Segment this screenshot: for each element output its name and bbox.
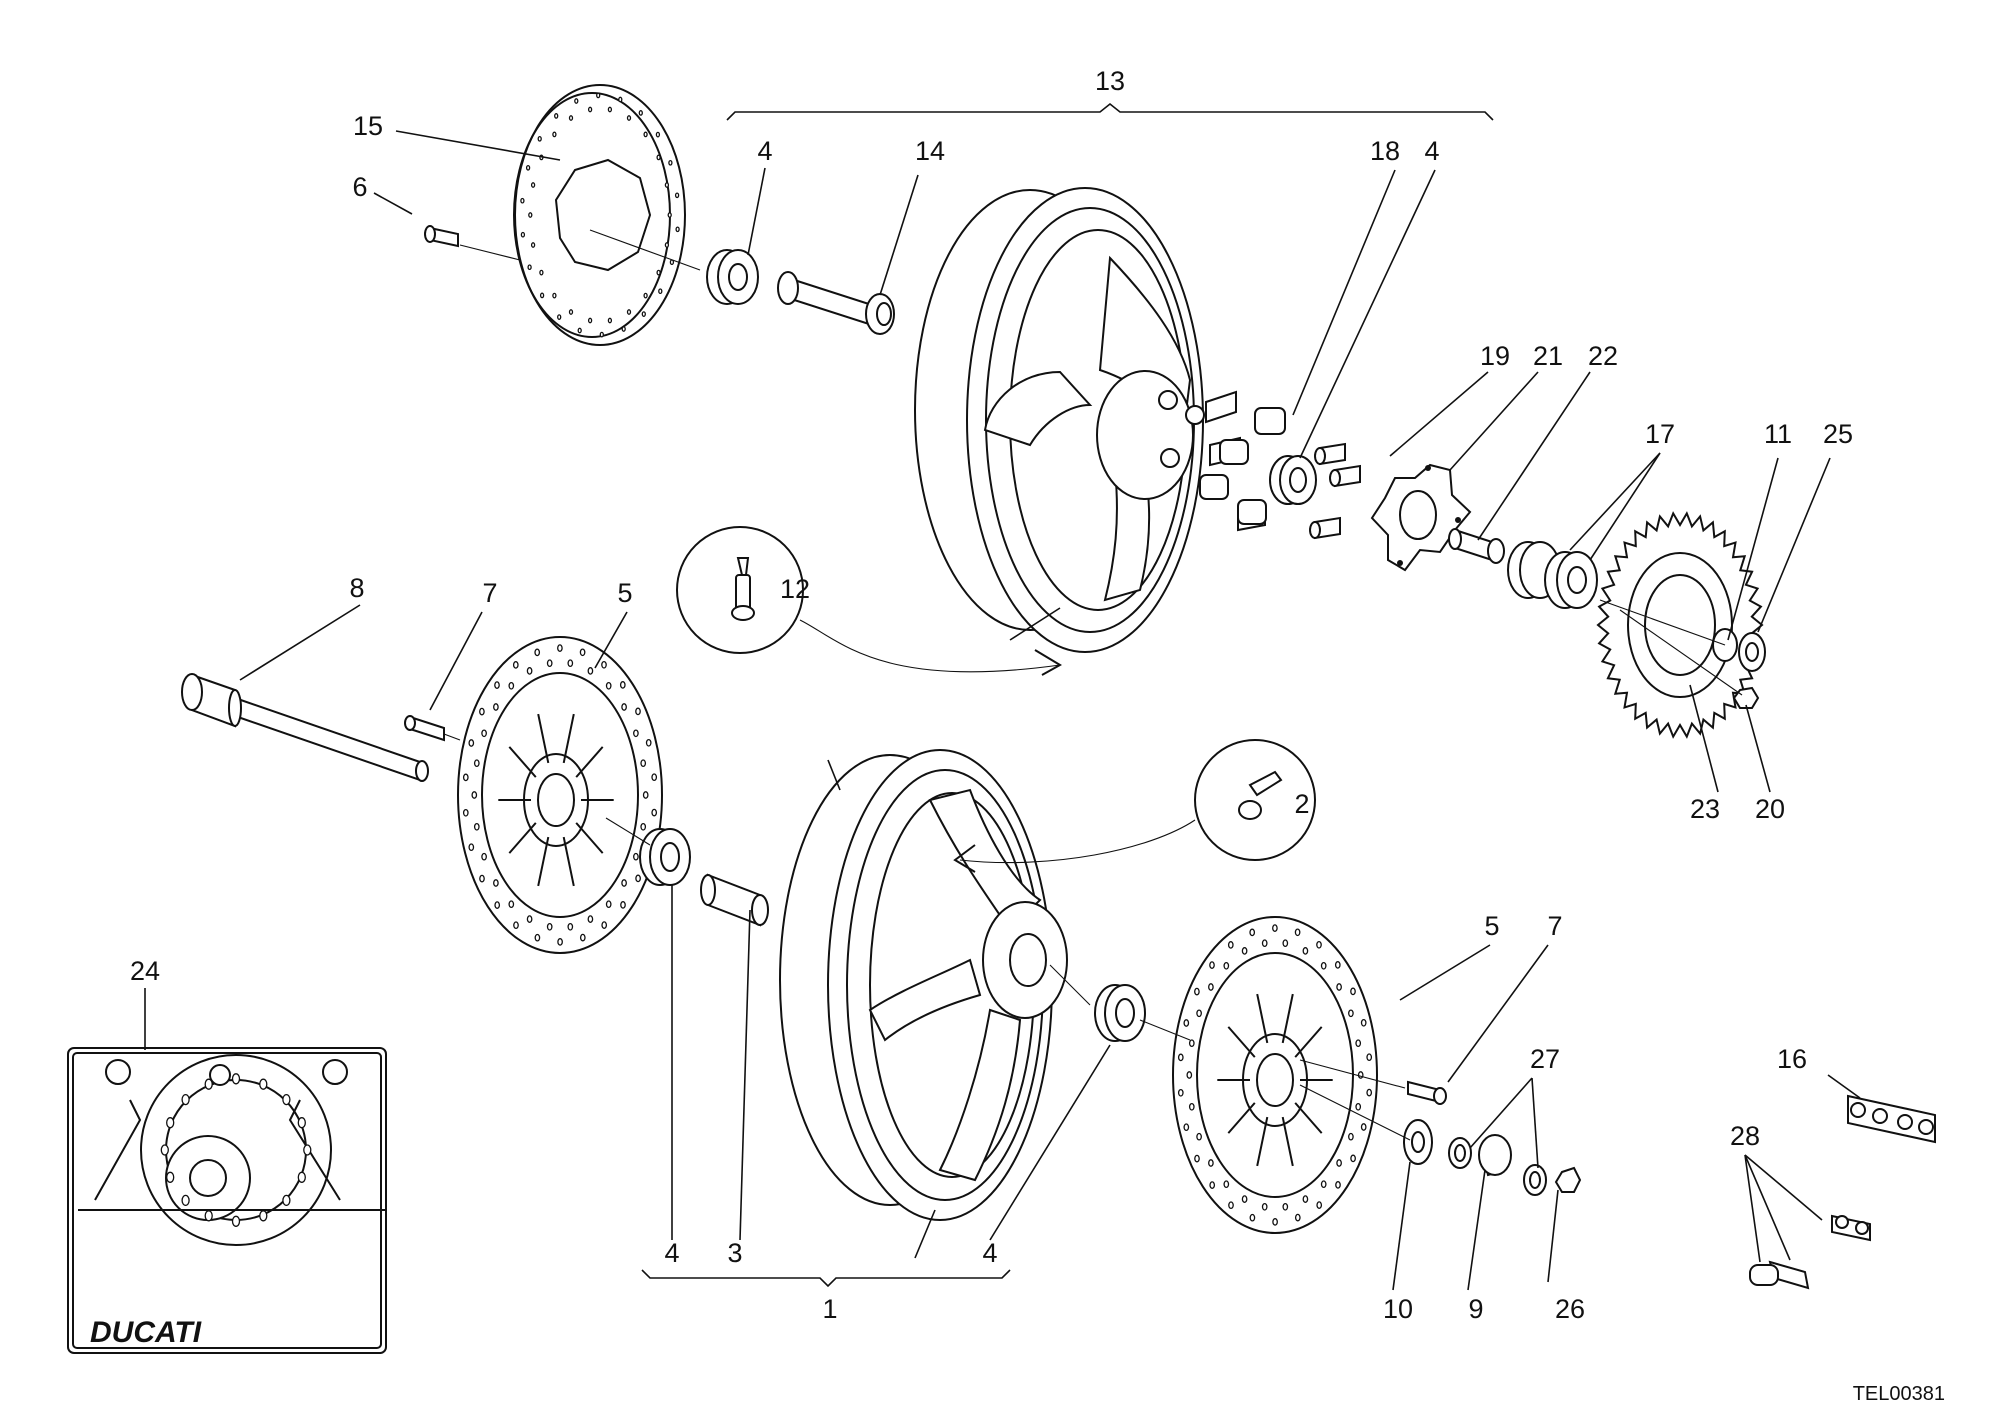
rear-disc-bolt (424, 225, 459, 248)
label-18: 18 (1370, 136, 1400, 166)
label-10: 10 (1383, 1294, 1413, 1324)
front-axle (181, 673, 429, 782)
label-26: 26 (1555, 1294, 1585, 1324)
label-16: 16 (1777, 1044, 1807, 1074)
sprocket-inset-box (67, 1047, 387, 1354)
chain-section (1847, 1094, 1936, 1144)
label-5-right: 5 (1484, 911, 1499, 941)
front-bearing-right (1094, 984, 1146, 1042)
label-20: 20 (1755, 794, 1785, 824)
label-21: 21 (1533, 341, 1563, 371)
sprocket-carrier-shaft (1448, 528, 1505, 564)
rear-wheel-rim (914, 187, 1266, 653)
label-14: 14 (915, 136, 945, 166)
label-13: 13 (1095, 66, 1125, 96)
rear-bearing-right (1269, 455, 1317, 505)
leader-lines (144, 102, 1861, 1291)
document-code: TEL00381 (1853, 1383, 1945, 1405)
part-labels: 13 15 6 4 14 18 4 19 21 22 17 11 25 12 8… (90, 66, 1945, 1405)
carrier-bearings (1507, 541, 1598, 609)
label-4-rear-right: 4 (1424, 136, 1439, 166)
label-23: 23 (1690, 794, 1720, 824)
label-11: 11 (1764, 419, 1792, 449)
front-brake-disc-left (457, 636, 663, 954)
front-axle-hardware (1403, 1119, 1582, 1196)
label-6: 6 (352, 172, 367, 202)
label-7-left: 7 (482, 578, 497, 608)
front-bearing-left (639, 828, 691, 886)
label-28: 28 (1730, 1121, 1760, 1151)
rear-brake-disc (513, 84, 686, 346)
label-24: 24 (130, 956, 160, 986)
chain-master-link (1749, 1214, 1871, 1290)
label-19: 19 (1480, 341, 1510, 371)
label-22: 22 (1588, 341, 1618, 371)
front-brake-disc-right (1172, 916, 1378, 1234)
label-12: 12 (780, 574, 810, 604)
ducati-logo-text: DUCATI (90, 1316, 202, 1349)
label-9: 9 (1468, 1294, 1483, 1324)
rear-spacer-tube (777, 271, 895, 335)
label-15: 15 (353, 111, 383, 141)
front-valve-inset (953, 739, 1316, 873)
sprocket-carrier-flange (1370, 463, 1472, 572)
sprocket-carrier-studs (1309, 442, 1361, 540)
label-4-rear-left: 4 (757, 136, 772, 166)
label-3: 3 (727, 1238, 742, 1268)
label-2: 2 (1294, 789, 1309, 819)
label-7-right: 7 (1547, 911, 1562, 941)
label-25: 25 (1823, 419, 1853, 449)
label-27: 27 (1530, 1044, 1560, 1074)
rear-valve-inset (676, 526, 1062, 676)
label-4-front-left: 4 (664, 1238, 679, 1268)
label-8: 8 (349, 573, 364, 603)
rear-cush-drive-rubbers (1199, 407, 1286, 525)
label-5-left: 5 (617, 578, 632, 608)
rear-bearing-left (706, 249, 759, 305)
front-spacer (700, 873, 769, 927)
front-wheel-rim (779, 749, 1068, 1221)
front-disc-bolt-left (404, 715, 445, 742)
label-17: 17 (1645, 419, 1675, 449)
front-disc-bolt-right (1407, 1080, 1447, 1105)
label-4-front-right: 4 (982, 1238, 997, 1268)
label-1: 1 (822, 1294, 837, 1324)
